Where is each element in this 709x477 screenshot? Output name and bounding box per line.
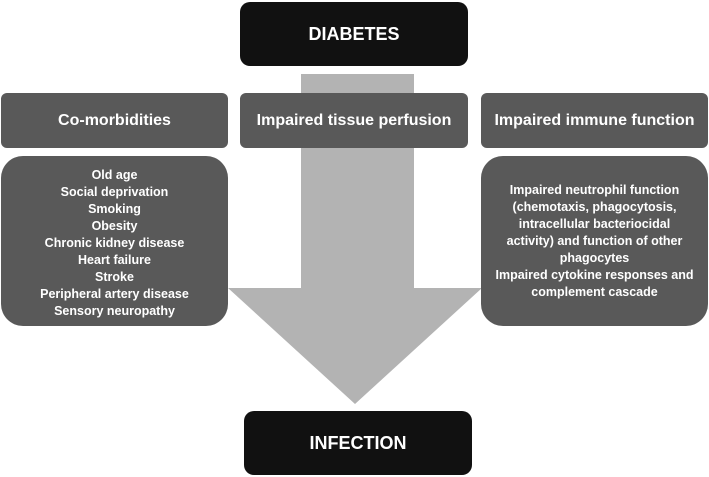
diabetes-box: DIABETES [240, 2, 468, 66]
diabetes-label: DIABETES [308, 23, 400, 44]
immune-item: phagocytes [559, 251, 630, 265]
comorbidities-header-label: Co-morbidities [58, 111, 171, 129]
immune-header: Impaired immune function [481, 93, 708, 148]
comorbidity-item: Stroke [95, 269, 134, 284]
immune-item: (chemotaxis, phagocytosis, [512, 200, 677, 214]
comorbidity-item: Old age [91, 167, 138, 182]
perfusion-header-label: Impaired tissue perfusion [256, 111, 452, 129]
comorbidity-item: Social deprivation [60, 184, 169, 199]
comorbidity-item: Sensory neuropathy [54, 303, 175, 318]
immune-item: complement cascade [531, 285, 658, 299]
immune-item: Impaired cytokine responses and [495, 268, 694, 282]
immune-item: intracellular bacteriocidal [518, 217, 671, 231]
comorbidity-item: Heart failure [78, 252, 151, 267]
perfusion-header: Impaired tissue perfusion [240, 93, 468, 148]
comorbidity-item: Chronic kidney disease [44, 235, 185, 250]
comorbidity-item: Peripheral artery disease [40, 286, 189, 301]
comorbidity-item: Smoking [88, 201, 141, 216]
comorbidities-header: Co-morbidities [1, 93, 228, 148]
immune-item: Impaired neutrophil function [509, 183, 680, 197]
comorbidity-item: Obesity [91, 218, 138, 233]
immune-header-label: Impaired immune function [494, 111, 695, 129]
comorbidities-list: Old age Social deprivation Smoking Obesi… [1, 156, 228, 326]
infection-label: INFECTION [309, 432, 407, 453]
immune-list: Impaired neutrophil function (chemotaxis… [481, 156, 708, 326]
infection-box: INFECTION [244, 411, 472, 475]
immune-item: activity) and function of other [506, 234, 683, 248]
flow-arrow-shape [228, 74, 482, 404]
